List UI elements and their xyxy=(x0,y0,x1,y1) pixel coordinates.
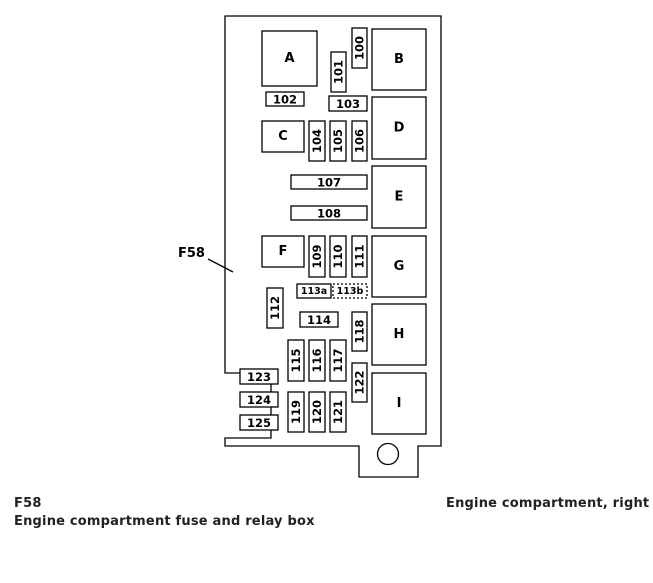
fuse-116-label: 116 xyxy=(310,348,324,372)
fuse-101-label: 101 xyxy=(332,60,346,84)
fuse-108-label: 108 xyxy=(317,207,341,221)
fuse-113b-box xyxy=(332,283,368,299)
relay-i-box xyxy=(371,372,427,435)
fuse-109-box xyxy=(308,235,326,278)
relay-g-label: G xyxy=(394,259,405,274)
fuse-119-label: 119 xyxy=(289,400,303,424)
fuse-105-label: 105 xyxy=(331,129,345,153)
fuse-100-label: 100 xyxy=(353,36,367,60)
fuse-125-box xyxy=(239,414,279,431)
fuse-119-box xyxy=(287,391,305,433)
fuse-112-box xyxy=(266,287,284,329)
relay-i-label: I xyxy=(397,396,402,411)
fuse-121-box xyxy=(329,391,347,433)
fuse-120-box xyxy=(308,391,326,433)
fuse-102-box xyxy=(265,91,305,107)
fuse-125-label: 125 xyxy=(247,416,271,430)
fuse-105-box xyxy=(329,120,347,162)
fuse-121-label: 121 xyxy=(331,400,345,424)
fuse-112-label: 112 xyxy=(268,296,282,320)
fuse-120-label: 120 xyxy=(310,400,324,424)
relay-b-box xyxy=(371,28,427,91)
caption-code: F58 xyxy=(14,496,42,511)
caption-location: Engine compartment, right xyxy=(446,496,650,511)
fuse-110-label: 110 xyxy=(331,244,345,268)
fuse-102-label: 102 xyxy=(273,93,297,107)
relay-a-label: A xyxy=(284,51,294,66)
relay-c-label: C xyxy=(278,129,288,144)
fuse-117-box xyxy=(329,339,347,382)
callout-label: F58 xyxy=(178,246,205,261)
fuse-123-box xyxy=(239,368,279,385)
fuse-106-box xyxy=(351,120,368,162)
fuse-103-box xyxy=(328,95,368,112)
fuse-116-box xyxy=(308,339,326,382)
relay-h-label: H xyxy=(394,327,405,342)
relay-b-label: B xyxy=(394,52,404,67)
relay-a-box xyxy=(261,30,318,87)
relay-g-box xyxy=(371,235,427,298)
fuse-109-label: 109 xyxy=(310,244,324,268)
relay-h-box xyxy=(371,303,427,366)
fuse-107-label: 107 xyxy=(317,176,341,190)
caption-title: Engine compartment fuse and relay box xyxy=(14,514,315,529)
fuse-124-label: 124 xyxy=(247,393,271,407)
fuse-122-box xyxy=(351,362,368,403)
fuse-114-label: 114 xyxy=(307,313,331,327)
fuse-110-box xyxy=(329,235,347,278)
fuse-113a-label: 113a xyxy=(301,286,327,297)
fuse-101-box xyxy=(330,51,347,93)
fuse-111-box xyxy=(351,235,368,278)
fuse-118-box xyxy=(351,311,368,352)
relay-d-label: D xyxy=(394,121,405,136)
relay-f-label: F xyxy=(279,244,288,259)
relay-e-box xyxy=(371,165,427,229)
fuse-124-box xyxy=(239,391,279,408)
callout-leader xyxy=(207,258,234,273)
fuse-108-box xyxy=(290,205,368,221)
fuse-107-box xyxy=(290,174,368,190)
relay-f-box xyxy=(261,235,305,268)
fuse-114-box xyxy=(299,311,339,328)
mounting-hole xyxy=(376,442,400,466)
fuse-104-box xyxy=(308,120,326,162)
fuse-118-label: 118 xyxy=(353,319,367,343)
relay-c-box xyxy=(261,120,305,153)
fuse-100-box xyxy=(351,27,368,69)
relay-e-label: E xyxy=(395,190,404,205)
fuse-113b-label: 113b xyxy=(337,286,364,297)
fuse-117-label: 117 xyxy=(331,348,345,372)
fuse-111-label: 111 xyxy=(353,244,367,268)
fuse-122-label: 122 xyxy=(353,370,367,394)
fuse-123-label: 123 xyxy=(247,370,271,384)
fuse-115-box xyxy=(287,339,305,382)
fuse-113a-box xyxy=(296,283,332,299)
relay-d-box xyxy=(371,96,427,160)
fuse-115-label: 115 xyxy=(289,348,303,372)
fuse-104-label: 104 xyxy=(310,129,324,153)
fuse-106-label: 106 xyxy=(353,129,367,153)
fuse-103-label: 103 xyxy=(336,97,360,111)
